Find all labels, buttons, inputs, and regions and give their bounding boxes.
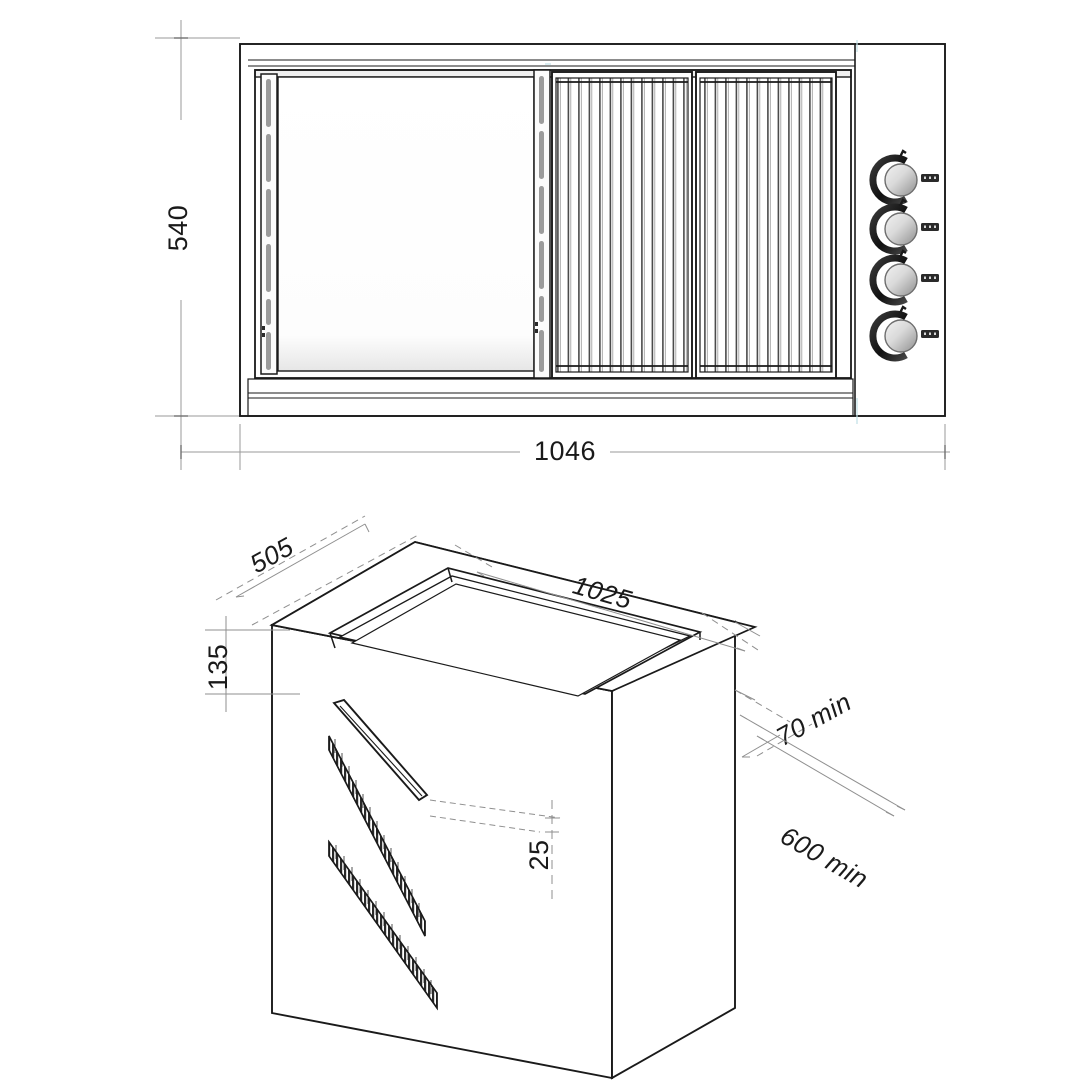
center-rail-column (533, 69, 551, 379)
control-knob-1[interactable] (869, 149, 939, 206)
dimension-label-depth-505: 505 (245, 531, 299, 579)
dimension-600min-lines (739, 714, 906, 817)
recess-depth-lines (329, 567, 701, 649)
dimension-label-height-135: 135 (203, 644, 233, 691)
griddle-plate (277, 76, 535, 372)
vent-grille-1 (328, 735, 426, 937)
control-knob-group (869, 149, 939, 362)
control-knob-2[interactable] (869, 198, 939, 255)
handle-slot (332, 698, 429, 802)
burner-grate-1 (551, 71, 693, 379)
clearance-leaders (734, 621, 761, 701)
dimension-25-lines (429, 799, 561, 900)
front-view-dimension-ticks (174, 37, 946, 459)
isometric-installation-view: 505 1025 135 (203, 515, 906, 1080)
dimension-505-lines (215, 515, 421, 626)
dimension-label-rear-clearance-70min: 70 min (771, 686, 856, 752)
dimension-label-lip-25: 25 (524, 839, 554, 870)
control-knob-4[interactable] (869, 305, 939, 362)
front-skirt-bands (247, 378, 854, 417)
cooktop-recess (327, 567, 703, 697)
dimension-label-width-1046: 1046 (534, 436, 596, 466)
burner-grate-2 (695, 71, 837, 379)
dimension-135-lines (205, 616, 300, 712)
front-elevation-view: 540 1046 (155, 20, 950, 470)
construction-marks (545, 40, 858, 424)
dimension-70min-lines (734, 689, 813, 758)
left-rail-column (260, 73, 278, 375)
dimension-label-side-clearance-600min: 600 min (775, 820, 873, 894)
vent-grille-2 (328, 839, 438, 1011)
control-knob-3[interactable] (869, 249, 939, 306)
dimension-label-height-540: 540 (163, 205, 193, 252)
dimension-1025-lines (454, 544, 759, 652)
